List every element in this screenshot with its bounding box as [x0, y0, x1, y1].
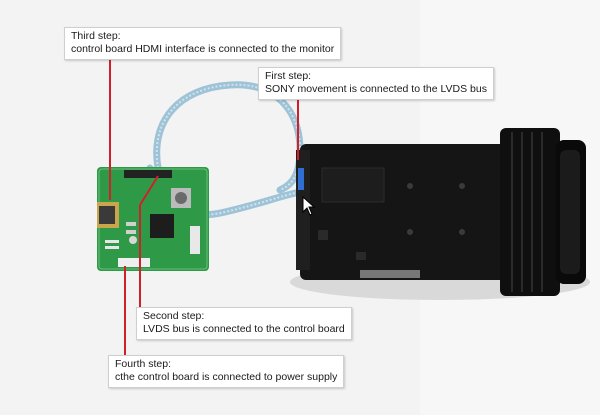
first-step-desc: SONY movement is connected to the LVDS b…	[265, 83, 487, 95]
first-step-title: First step:	[265, 70, 312, 82]
mouse-pointer-icon	[302, 196, 316, 216]
second-step-desc: LVDS bus is connected to the control boa…	[143, 323, 345, 335]
lens-barrel	[500, 128, 560, 296]
fourth-step-desc: cthe control board is connected to power…	[115, 371, 338, 383]
power-connector	[118, 258, 150, 267]
side-connector	[190, 226, 200, 254]
camera-module	[296, 128, 586, 296]
callout-third-step: Third step: control board HDMI interface…	[64, 27, 342, 60]
chip	[150, 214, 174, 238]
joystick	[175, 192, 187, 204]
callout-second-step: Second step: LVDS bus is connected to th…	[136, 307, 352, 340]
control-board	[97, 167, 209, 271]
callout-first-step: First step: SONY movement is connected t…	[258, 67, 494, 100]
callout-fourth-step: Fourth step: cthe control board is conne…	[108, 355, 345, 388]
lvds-connector	[124, 170, 172, 178]
third-step-desc: control board HDMI interface is connecte…	[71, 43, 335, 55]
third-step-title: Third step:	[71, 30, 121, 42]
fourth-step-title: Fourth step:	[115, 358, 172, 370]
second-step-title: Second step:	[143, 310, 205, 322]
leader-lines	[109, 55, 299, 356]
lvds-port-blue	[298, 168, 304, 190]
